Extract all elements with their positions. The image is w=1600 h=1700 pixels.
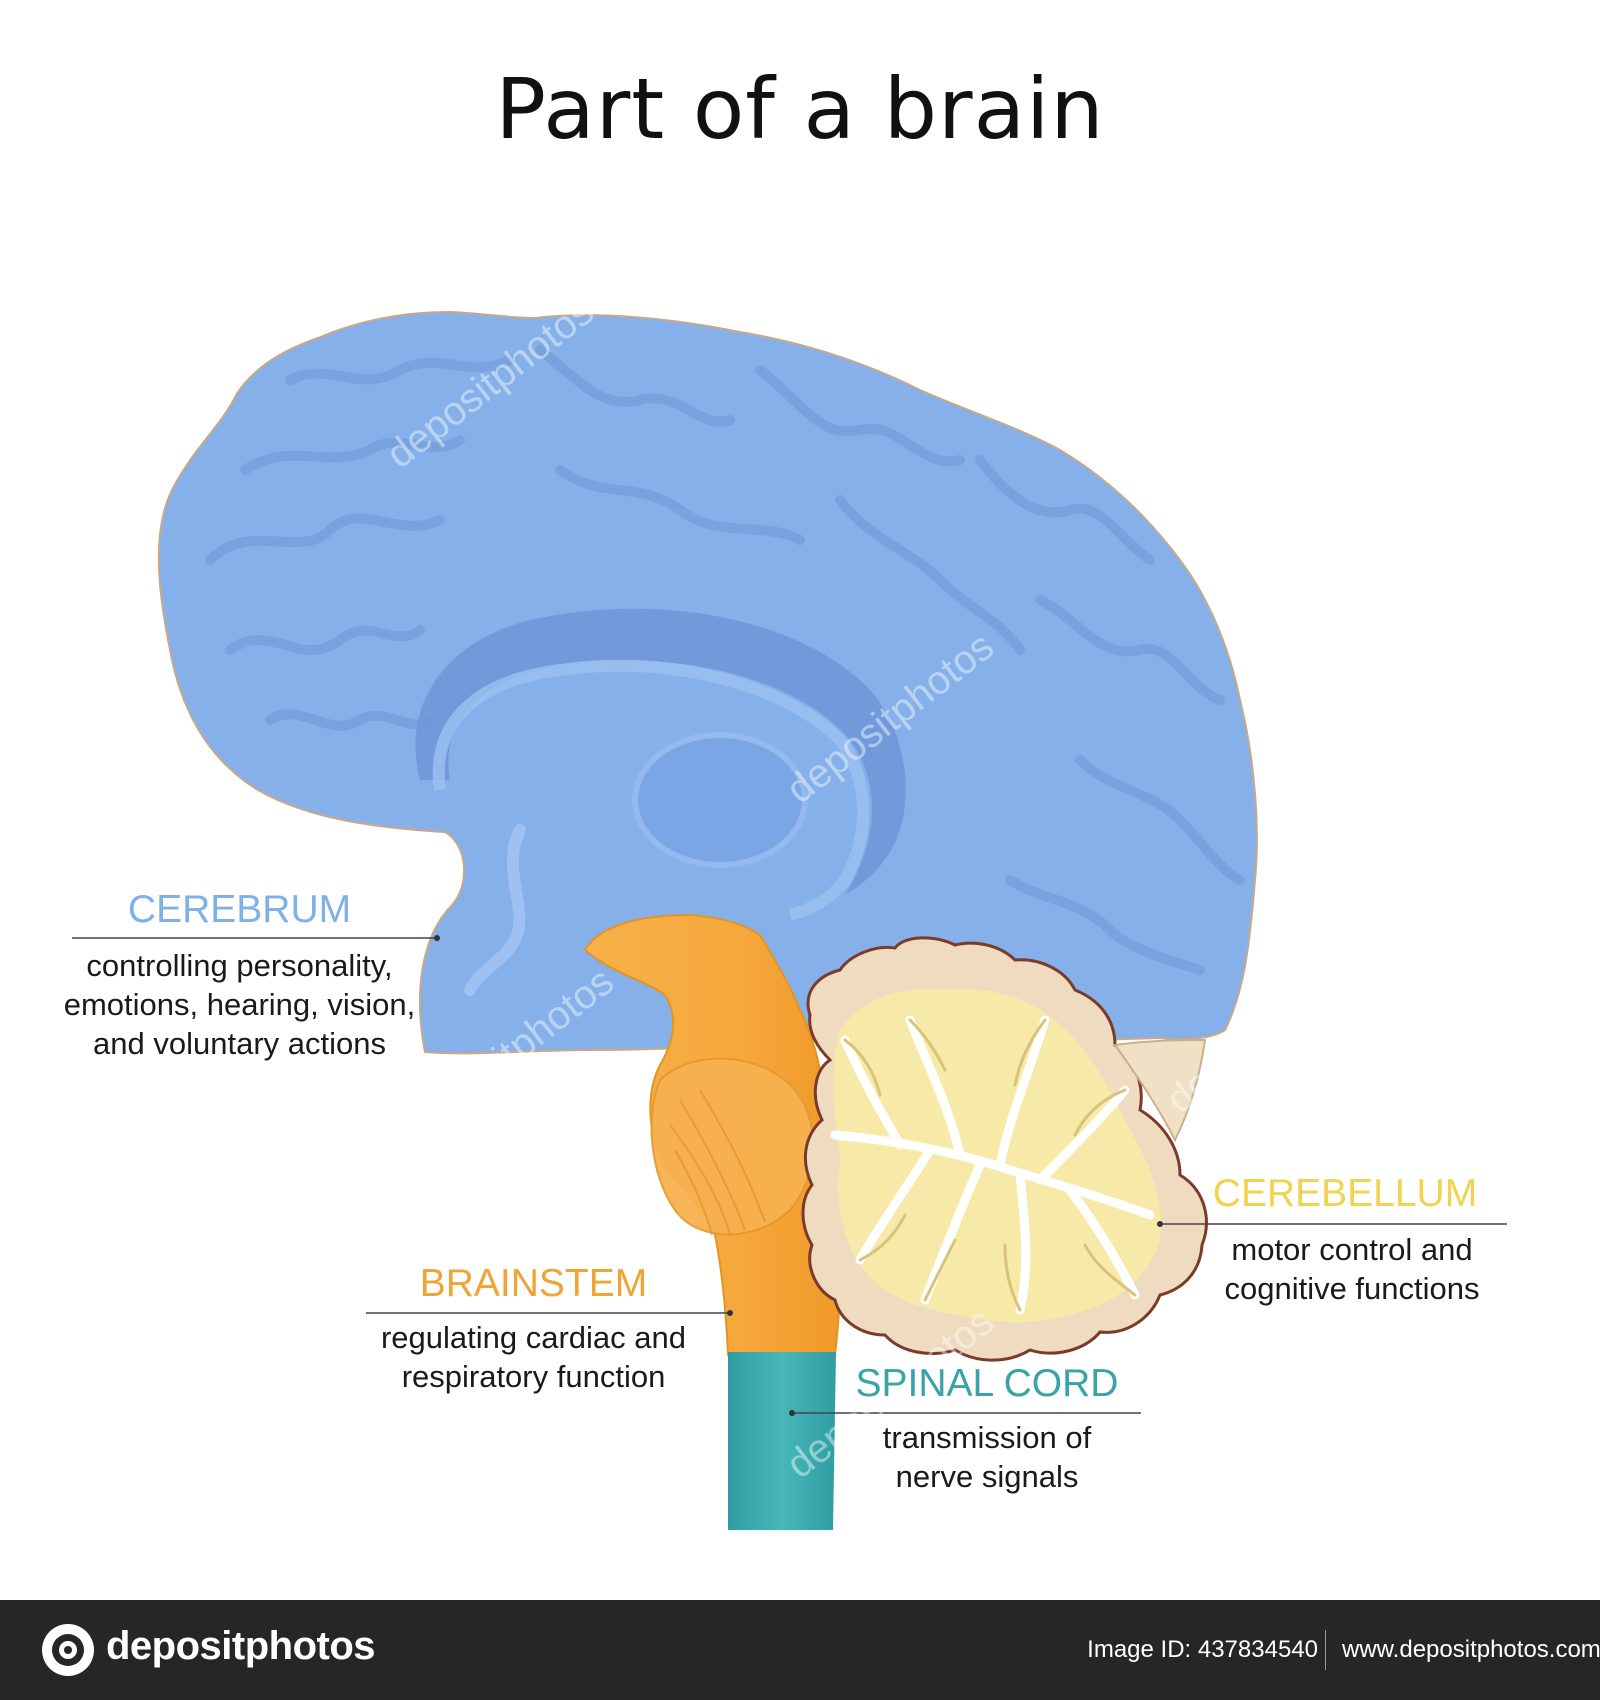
watermark-text: depositphotos [1168, 289, 1391, 477]
cerebrum-description-line: controlling personality, [86, 948, 393, 983]
arbor-vitae-fine [843, 1018, 1137, 1312]
cerebrum-folds [205, 345, 1245, 975]
page-title: Part of a brain [495, 60, 1105, 158]
footer-bar: depositphotos Image ID: 437834540 www.de… [0, 1600, 1600, 1700]
corpus-callosum-inner [432, 659, 870, 921]
spinal-cord-leader-dot [789, 1410, 795, 1416]
spinal-cord-label: SPINAL CORD [855, 1362, 1119, 1405]
footer-image-id: Image ID: 437834540 [1087, 1636, 1318, 1663]
fornix [464, 824, 526, 996]
spinal-cord-description-line: nerve signals [895, 1459, 1079, 1494]
cerebrum-description-line: emotions, hearing, vision, [63, 987, 416, 1022]
cerebellum-label: CEREBELLUM [1212, 1172, 1478, 1215]
brainstem-description-line: respiratory function [401, 1359, 666, 1394]
leader-dots [434, 935, 1163, 1416]
tentorium [1113, 1038, 1207, 1143]
brainstem-label: BRAINSTEM [419, 1262, 648, 1305]
cerebellum-inner [833, 988, 1161, 1322]
cerebellum-description-line: cognitive functions [1224, 1271, 1480, 1306]
brainstem-description-line: regulating cardiac and [380, 1320, 687, 1355]
brain-diagram: depositphotos depositphotos depositphoto… [72, 289, 1507, 1530]
arbor-vitae [830, 1015, 1155, 1315]
thalamus [632, 732, 808, 868]
pons-lines [669, 1089, 766, 1236]
camera-icon [42, 1624, 94, 1676]
cerebellum-description-line: motor control and [1231, 1232, 1473, 1267]
cerebrum-label: CEREBRUM [127, 888, 352, 931]
footer-url[interactable]: www.depositphotos.com [1342, 1636, 1600, 1663]
cerebrum-leader-dot [434, 935, 440, 941]
spinal-cord-description-line: transmission of [882, 1420, 1092, 1455]
spinal-cord-shape [728, 1352, 836, 1530]
brainstem-description: regulating cardiac and respiratory funct… [366, 1318, 701, 1396]
spinal-cord-description: transmission of nerve signals [842, 1418, 1132, 1496]
footer-brand[interactable]: depositphotos [106, 1624, 376, 1668]
cerebrum-description: controlling personality, emotions, heari… [52, 946, 427, 1063]
footer-divider [1325, 1630, 1326, 1670]
leader-lines [72, 937, 1507, 1414]
brainstem-leader-dot [727, 1310, 733, 1316]
cerebrum-description-line: and voluntary actions [93, 1026, 386, 1061]
cerebellum-description: motor control and cognitive functions [1192, 1230, 1512, 1308]
cerebellum-leader-dot [1157, 1221, 1163, 1227]
corpus-callosum [415, 608, 906, 895]
